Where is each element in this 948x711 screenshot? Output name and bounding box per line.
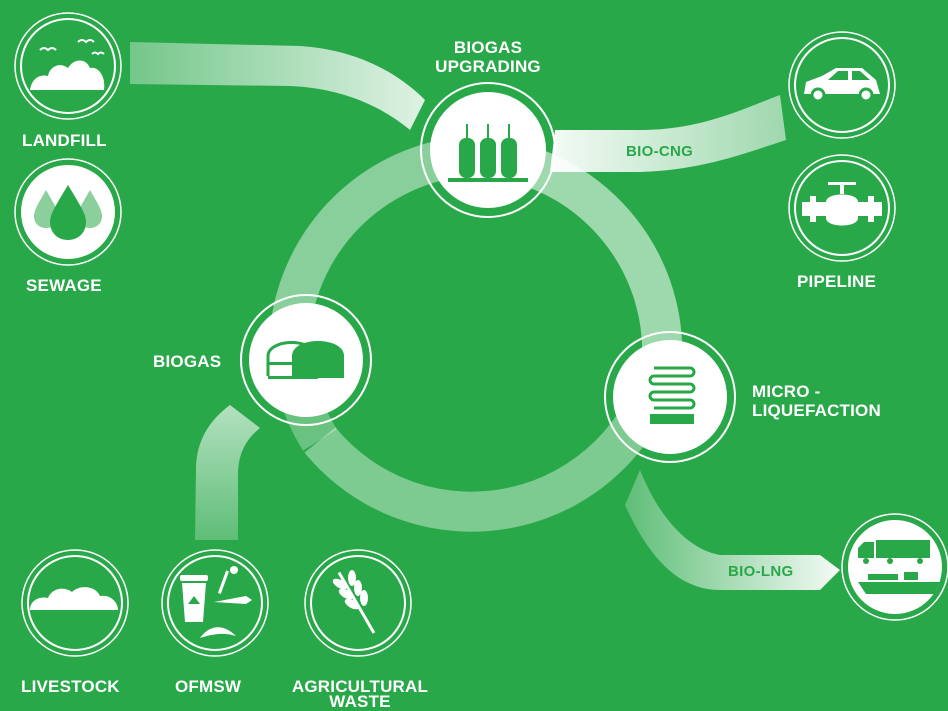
micro-liquefaction-label: MICRO - LIQUEFACTION — [752, 382, 881, 420]
pipeline-label: PIPELINE — [797, 272, 877, 291]
biogas-upgrading-label-line2: UPGRADING — [435, 57, 541, 76]
coil-icon — [648, 366, 696, 424]
sewage-node — [14, 158, 122, 266]
gas-cylinders-icon — [448, 124, 528, 182]
wheat-stalk-icon — [332, 570, 376, 634]
manure-pile-icon — [30, 587, 118, 610]
agricultural-waste-label: AGRICULTURAL WASTE — [292, 677, 428, 711]
car-icon — [804, 68, 880, 103]
biogas-node — [240, 294, 372, 426]
bio-lng-label: BIO-LNG — [728, 563, 794, 580]
pipeline-node — [788, 154, 896, 262]
biogas-upgrading-label: BIOGAS UPGRADING — [435, 38, 541, 76]
livestock-node — [21, 549, 129, 657]
car-node — [788, 31, 896, 139]
ofmsw-node — [161, 549, 269, 657]
bio-cng-flow-arrow — [550, 95, 786, 172]
micro-liquefaction-label-line2: LIQUEFACTION — [752, 401, 881, 420]
landfill-node — [14, 12, 122, 120]
landfill-flow-arrow — [130, 42, 425, 130]
biogas-upgrading-label-line1: BIOGAS — [453, 38, 523, 57]
truck-ship-node — [841, 513, 948, 621]
landfill-label: LANDFILL — [22, 131, 107, 150]
organic-waste-bin-icon — [180, 566, 252, 638]
landfill-icon — [30, 39, 105, 90]
micro-liquefaction-label-line1: MICRO - — [752, 382, 821, 401]
agricultural-waste-node — [304, 549, 412, 657]
biogas-label: BIOGAS — [153, 352, 222, 371]
ofmsw-label: OFMSW — [175, 677, 242, 696]
agricultural-waste-label-line2: WASTE — [329, 692, 391, 711]
sewage-label: SEWAGE — [26, 276, 102, 295]
livestock-label: LIVESTOCK — [21, 677, 120, 696]
pipeline-valve-icon — [802, 182, 882, 226]
ofmsw-flow-arrow — [195, 405, 260, 540]
micro-liquefaction-node — [604, 331, 736, 463]
biogas-upgrading-node — [420, 82, 556, 218]
water-drops-icon — [34, 185, 102, 240]
truck-ship-icon — [858, 540, 940, 594]
digester-dome-icon — [266, 341, 344, 379]
agricultural-waste-label-line1: AGRICULTURAL — [291, 677, 429, 696]
bio-lng-flow-arrow — [625, 470, 840, 590]
bio-cng-label: BIO-CNG — [626, 143, 694, 160]
